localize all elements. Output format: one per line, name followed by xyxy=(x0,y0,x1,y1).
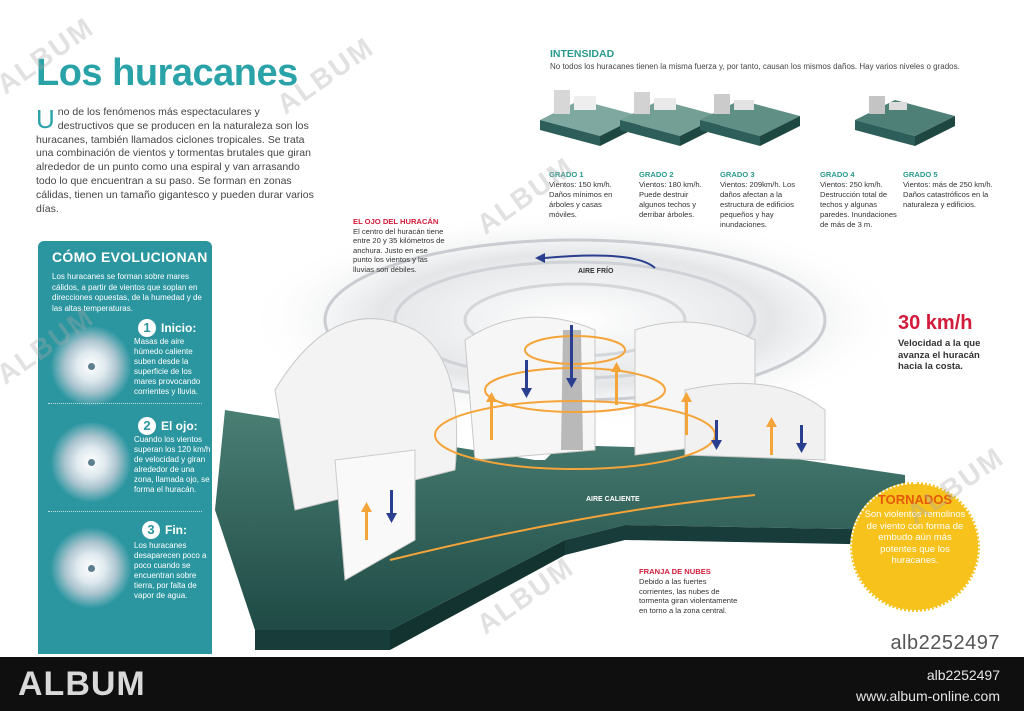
stage-text: Los huracanes desaparecen poco a poco cu… xyxy=(134,541,207,600)
stage-label: Inicio: xyxy=(161,321,197,335)
stage-end: 3 Fin: Los huracanes desaparecen poco a … xyxy=(38,517,212,617)
sidebar-intro: Los huracanes se forman sobre mares cáli… xyxy=(52,272,202,313)
grade-3-title: GRADO 3 xyxy=(720,170,755,179)
intensity-title: INTENSIDAD xyxy=(550,48,615,60)
grade-1-text: Vientos: 150 km/h. Daños mínimos en árbo… xyxy=(549,180,613,219)
album-logo[interactable]: ALBUM xyxy=(18,665,146,703)
footer-image-id: alb2252497 xyxy=(926,667,1000,683)
cloud-wall xyxy=(334,449,416,581)
intro-dropcap: U xyxy=(36,104,55,134)
grade-3-image xyxy=(700,94,800,146)
divider xyxy=(48,511,202,512)
sea-block-side xyxy=(255,630,390,650)
stage-number: 2 xyxy=(138,417,156,435)
page-title: Los huracanes xyxy=(36,52,298,94)
sea-block-side xyxy=(390,540,565,650)
grade-4-image xyxy=(855,96,955,146)
grade-5-title: GRADO 5 xyxy=(903,170,938,179)
divider xyxy=(48,403,202,404)
sea-block-side xyxy=(565,525,905,555)
intensity-section: INTENSIDAD No todos los huracanes tienen… xyxy=(550,48,960,71)
stage-label: El ojo: xyxy=(161,419,198,433)
grade-illustrations xyxy=(540,90,955,146)
grade-2-text: Vientos: 180 km/h. Puede destruir alguno… xyxy=(639,180,702,219)
grade-1-title: GRADO 1 xyxy=(549,170,584,179)
eye-title: EL OJO DEL HURACÁN xyxy=(353,217,439,226)
grade-4-title: GRADO 4 xyxy=(820,170,855,179)
wind-orbit xyxy=(484,367,666,413)
cloud-band-title: FRANJA DE NUBES xyxy=(639,567,711,576)
wind-orbit xyxy=(524,335,626,365)
speed-text: Velocidad a la que avanza el huracán hac… xyxy=(898,338,981,372)
footer-bar: ALBUM alb2252497 www.album-online.com xyxy=(0,657,1024,711)
grade-2-image xyxy=(620,92,720,146)
hurricane-swirl-icon xyxy=(50,421,132,503)
tornado-callout: TORNADOS Son violentos remolinos de vien… xyxy=(850,482,980,612)
grade-3-text: Vientos: 209km/h. Los daños afectan a la… xyxy=(720,180,795,229)
hurricane-swirl-icon xyxy=(50,325,132,407)
cloud-band-text: Debido a las fuertes corrientes, las nub… xyxy=(639,576,738,616)
stage-number: 3 xyxy=(142,521,160,539)
intro-text: no de los fenómenos más espectaculares y… xyxy=(36,106,314,215)
cold-air-label: AIRE FRÍO xyxy=(578,268,614,275)
hot-air-arrows xyxy=(361,362,777,540)
hurricane-illustration xyxy=(215,210,905,650)
grade-5-text: Vientos: más de 250 km/h. Daños catastró… xyxy=(903,180,993,209)
tornado-text: Son violentos remolinos de viento con fo… xyxy=(864,509,966,567)
stage-text: Cuando los vientos superan los 120 km/h … xyxy=(134,435,211,494)
footer-url-link[interactable]: www.album-online.com xyxy=(856,688,1000,704)
stage-label: Fin: xyxy=(165,523,187,537)
wind-orbit xyxy=(389,494,756,561)
grade-4-text: Vientos: 250 km/h. Destrucción total de … xyxy=(820,180,897,229)
speed-value: 30 km/h xyxy=(898,312,973,334)
cold-air-arrows xyxy=(386,325,807,523)
stage-start: 1 Inicio: Masas de aire húmedo caliente … xyxy=(38,317,212,407)
hot-air-label: AIRE CALIENTE xyxy=(586,496,640,503)
eye-column xyxy=(561,330,583,450)
tornado-title: TORNADOS xyxy=(877,492,953,507)
stage-number: 1 xyxy=(138,319,156,337)
eye-annotation: EL OJO DEL HURACÁN El centro del huracán… xyxy=(353,217,445,275)
intensity-subtitle: No todos los huracanes tienen la misma f… xyxy=(550,62,960,71)
evolution-sidebar: CÓMO EVOLUCIONAN Los huracanes se forman… xyxy=(38,241,212,654)
hurricane-swirl-icon xyxy=(50,527,132,609)
sidebar-title: CÓMO EVOLUCIONAN xyxy=(52,249,208,265)
cloud-band-annotation: FRANJA DE NUBES Debido a las fuertes cor… xyxy=(639,567,739,616)
stage-text: Masas de aire húmedo caliente suben desd… xyxy=(134,337,201,396)
eye-text: El centro del huracán tiene entre 20 y 3… xyxy=(353,226,445,274)
stage-eye: 2 El ojo: Cuando los vientos superan los… xyxy=(38,411,212,511)
grade-2-title: GRADO 2 xyxy=(639,170,674,179)
watermark-id: alb2252497 xyxy=(890,632,1000,654)
cold-air-arrow xyxy=(544,254,656,269)
